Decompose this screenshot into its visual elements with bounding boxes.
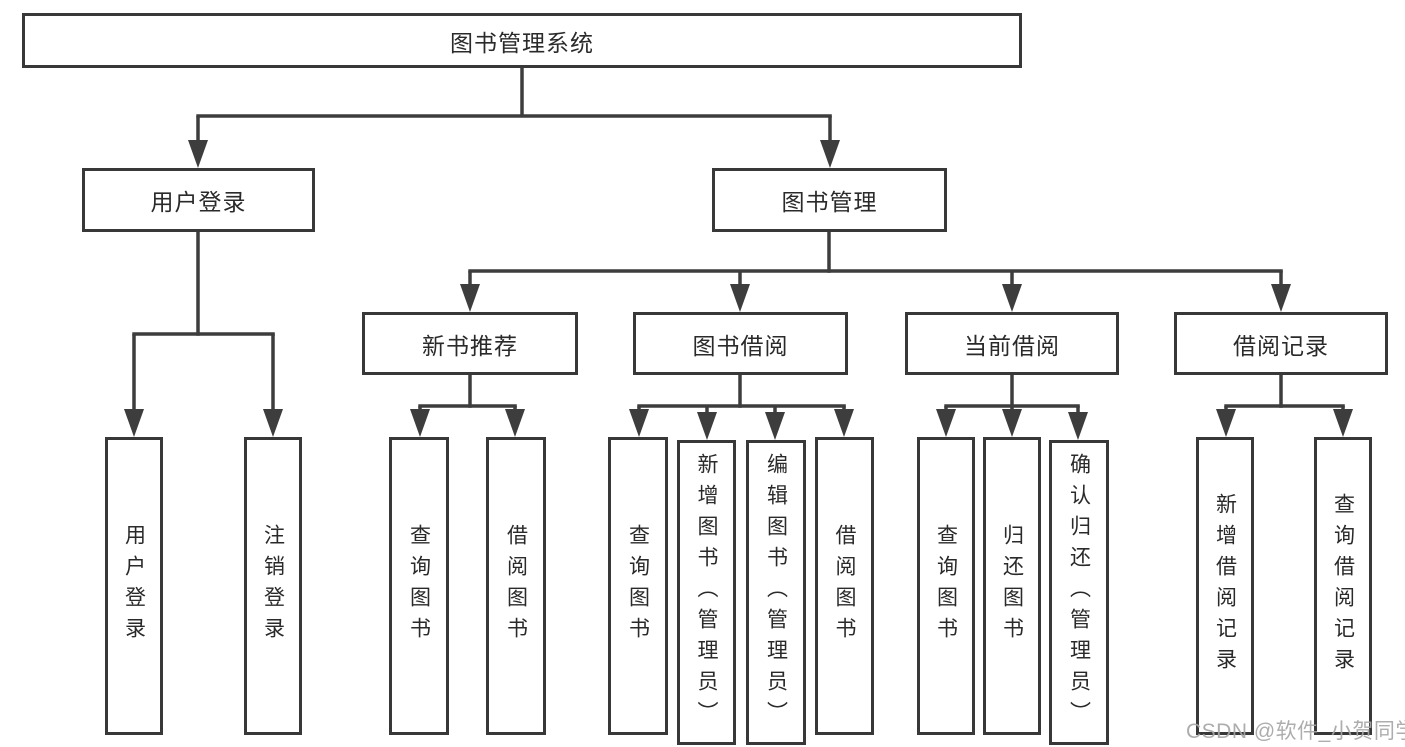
leaf-borrow-book-1-label: 借阅图书 <box>504 524 528 648</box>
leaf-query-book-3: 查询图书 <box>917 437 975 735</box>
leaf-query-book-3-label: 查询图书 <box>934 524 958 648</box>
leaf-return-book: 归还图书 <box>983 437 1041 735</box>
node-user-login: 用户登录 <box>82 168 315 232</box>
node-borrow-records-label: 借阅记录 <box>1233 332 1329 359</box>
leaf-logout-label: 注销登录 <box>261 524 285 648</box>
node-book-management-label: 图书管理 <box>781 189 878 215</box>
leaf-edit-book-admin: 编辑图书（管理员） <box>746 440 806 745</box>
leaf-add-borrow-record-label: 新增借阅记录 <box>1213 493 1237 679</box>
leaf-query-book-2-label: 查询图书 <box>626 524 650 648</box>
leaf-add-borrow-record: 新增借阅记录 <box>1196 437 1254 735</box>
node-root: 图书管理系统 <box>22 13 1022 68</box>
leaf-query-book-2: 查询图书 <box>608 437 668 735</box>
leaf-query-book-1-label: 查询图书 <box>407 524 431 648</box>
node-root-label: 图书管理系统 <box>450 29 594 56</box>
node-new-book-recommend-label: 新书推荐 <box>422 332 518 359</box>
node-borrow-records: 借阅记录 <box>1174 312 1388 375</box>
leaf-logout: 注销登录 <box>244 437 302 735</box>
leaf-user-login: 用户登录 <box>105 437 163 735</box>
node-book-borrow: 图书借阅 <box>633 312 848 375</box>
csdn-watermark: CSDN @软件_小贺同学 <box>1186 720 1405 743</box>
node-current-borrow-label: 当前借阅 <box>964 332 1060 359</box>
leaf-user-login-label: 用户登录 <box>122 524 146 648</box>
leaf-confirm-return-admin: 确认归还（管理员） <box>1049 440 1109 745</box>
node-book-management: 图书管理 <box>712 168 947 232</box>
leaf-borrow-book-1: 借阅图书 <box>486 437 546 735</box>
node-user-login-label: 用户登录 <box>150 189 247 215</box>
node-current-borrow: 当前借阅 <box>905 312 1119 375</box>
leaf-add-book-admin-label: 新增图书（管理员） <box>695 453 718 732</box>
leaf-query-book-1: 查询图书 <box>389 437 449 735</box>
arrowheads <box>124 140 1353 440</box>
leaf-confirm-return-admin-label: 确认归还（管理员） <box>1067 453 1091 732</box>
leaf-return-book-label: 归还图书 <box>1000 524 1024 648</box>
node-new-book-recommend: 新书推荐 <box>362 312 578 375</box>
leaf-add-book-admin: 新增图书（管理员） <box>677 440 736 745</box>
leaf-edit-book-admin-label: 编辑图书（管理员） <box>764 453 788 732</box>
node-book-borrow-label: 图书借阅 <box>692 332 789 359</box>
leaf-borrow-book-2-label: 借阅图书 <box>833 524 856 648</box>
leaf-borrow-book-2: 借阅图书 <box>815 437 874 735</box>
leaf-query-borrow-record-label: 查询借阅记录 <box>1331 493 1355 679</box>
leaf-query-borrow-record: 查询借阅记录 <box>1314 437 1372 735</box>
